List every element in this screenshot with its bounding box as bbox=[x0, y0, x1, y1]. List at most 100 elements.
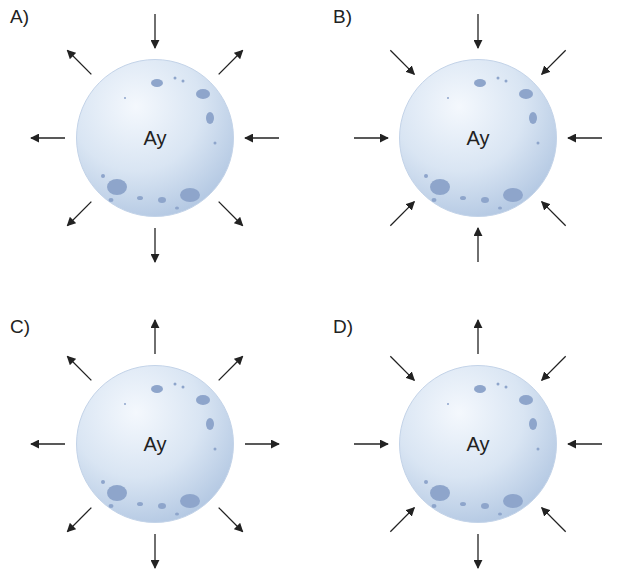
moon-name: Ay bbox=[144, 127, 167, 150]
crater bbox=[174, 77, 177, 80]
force-arrow bbox=[542, 202, 566, 226]
moon-name: Ay bbox=[144, 433, 167, 456]
crater bbox=[447, 97, 449, 99]
force-arrow bbox=[568, 443, 602, 444]
crater bbox=[158, 503, 166, 509]
crater bbox=[196, 395, 210, 405]
option-letter: B) bbox=[333, 6, 352, 28]
force-arrow bbox=[154, 534, 155, 568]
crater bbox=[180, 188, 200, 202]
force-arrow bbox=[154, 14, 155, 48]
moon-disc bbox=[77, 366, 234, 523]
crater bbox=[432, 504, 437, 508]
moon-circle: Ay bbox=[399, 365, 557, 523]
crater bbox=[481, 503, 489, 509]
crater bbox=[537, 142, 540, 145]
force-arrow bbox=[219, 202, 243, 226]
crater bbox=[432, 198, 437, 202]
force-arrow bbox=[245, 137, 279, 138]
crater bbox=[497, 383, 500, 386]
crater bbox=[151, 79, 163, 87]
crater bbox=[424, 174, 428, 178]
crater bbox=[101, 174, 105, 178]
moon-disc bbox=[77, 60, 234, 217]
crater bbox=[206, 112, 214, 124]
moon-circle: Ay bbox=[399, 59, 557, 217]
force-arrow bbox=[477, 534, 478, 568]
force-arrow bbox=[354, 443, 388, 444]
crater bbox=[109, 504, 114, 508]
force-arrow bbox=[67, 356, 91, 380]
crater bbox=[505, 386, 508, 389]
force-arrow bbox=[67, 50, 91, 74]
crater bbox=[447, 403, 449, 405]
force-arrow bbox=[219, 50, 243, 74]
crater bbox=[137, 196, 143, 200]
crater bbox=[503, 188, 523, 202]
force-arrow bbox=[219, 508, 243, 532]
force-arrow bbox=[31, 137, 65, 138]
crater bbox=[175, 207, 179, 210]
crater bbox=[175, 513, 179, 516]
crater bbox=[474, 79, 486, 87]
force-arrow bbox=[354, 137, 388, 138]
crater bbox=[182, 386, 185, 389]
crater bbox=[180, 494, 200, 508]
crater bbox=[529, 418, 537, 430]
crater bbox=[519, 89, 533, 99]
crater bbox=[137, 502, 143, 506]
crater bbox=[182, 80, 185, 83]
force-arrow bbox=[542, 508, 566, 532]
force-arrow bbox=[477, 228, 478, 262]
crater bbox=[124, 403, 126, 405]
crater bbox=[158, 197, 166, 203]
moon-circle: Ay bbox=[76, 365, 234, 523]
crater bbox=[174, 383, 177, 386]
crater bbox=[214, 142, 217, 145]
crater bbox=[505, 80, 508, 83]
crater bbox=[107, 485, 127, 501]
crater bbox=[460, 502, 466, 506]
crater bbox=[481, 197, 489, 203]
crater bbox=[101, 480, 105, 484]
crater bbox=[498, 207, 502, 210]
force-arrow bbox=[390, 202, 414, 226]
crater bbox=[424, 480, 428, 484]
moon-circle: Ay bbox=[76, 59, 234, 217]
force-arrow bbox=[31, 443, 65, 444]
crater bbox=[107, 179, 127, 195]
moon-name: Ay bbox=[467, 127, 490, 150]
crater bbox=[519, 395, 533, 405]
force-arrow bbox=[390, 356, 414, 380]
force-arrow bbox=[245, 443, 279, 444]
crater bbox=[537, 448, 540, 451]
force-arrow bbox=[542, 356, 566, 380]
crater bbox=[214, 448, 217, 451]
crater bbox=[497, 77, 500, 80]
option-letter: A) bbox=[10, 6, 29, 28]
crater bbox=[151, 385, 163, 393]
crater bbox=[124, 97, 126, 99]
crater bbox=[430, 179, 450, 195]
force-arrow bbox=[568, 137, 602, 138]
crater bbox=[498, 513, 502, 516]
crater bbox=[460, 196, 466, 200]
crater bbox=[196, 89, 210, 99]
crater bbox=[430, 485, 450, 501]
option-letter: C) bbox=[10, 316, 30, 338]
force-arrow bbox=[154, 320, 155, 354]
crater bbox=[109, 198, 114, 202]
moon-name: Ay bbox=[467, 433, 490, 456]
force-arrow bbox=[390, 50, 414, 74]
force-arrow bbox=[67, 202, 91, 226]
moon-disc bbox=[400, 366, 557, 523]
option-letter: D) bbox=[333, 316, 353, 338]
force-arrow bbox=[219, 356, 243, 380]
force-arrow bbox=[542, 50, 566, 74]
force-arrow bbox=[390, 508, 414, 532]
force-arrow bbox=[477, 14, 478, 48]
crater bbox=[529, 112, 537, 124]
crater bbox=[474, 385, 486, 393]
force-arrow bbox=[67, 508, 91, 532]
